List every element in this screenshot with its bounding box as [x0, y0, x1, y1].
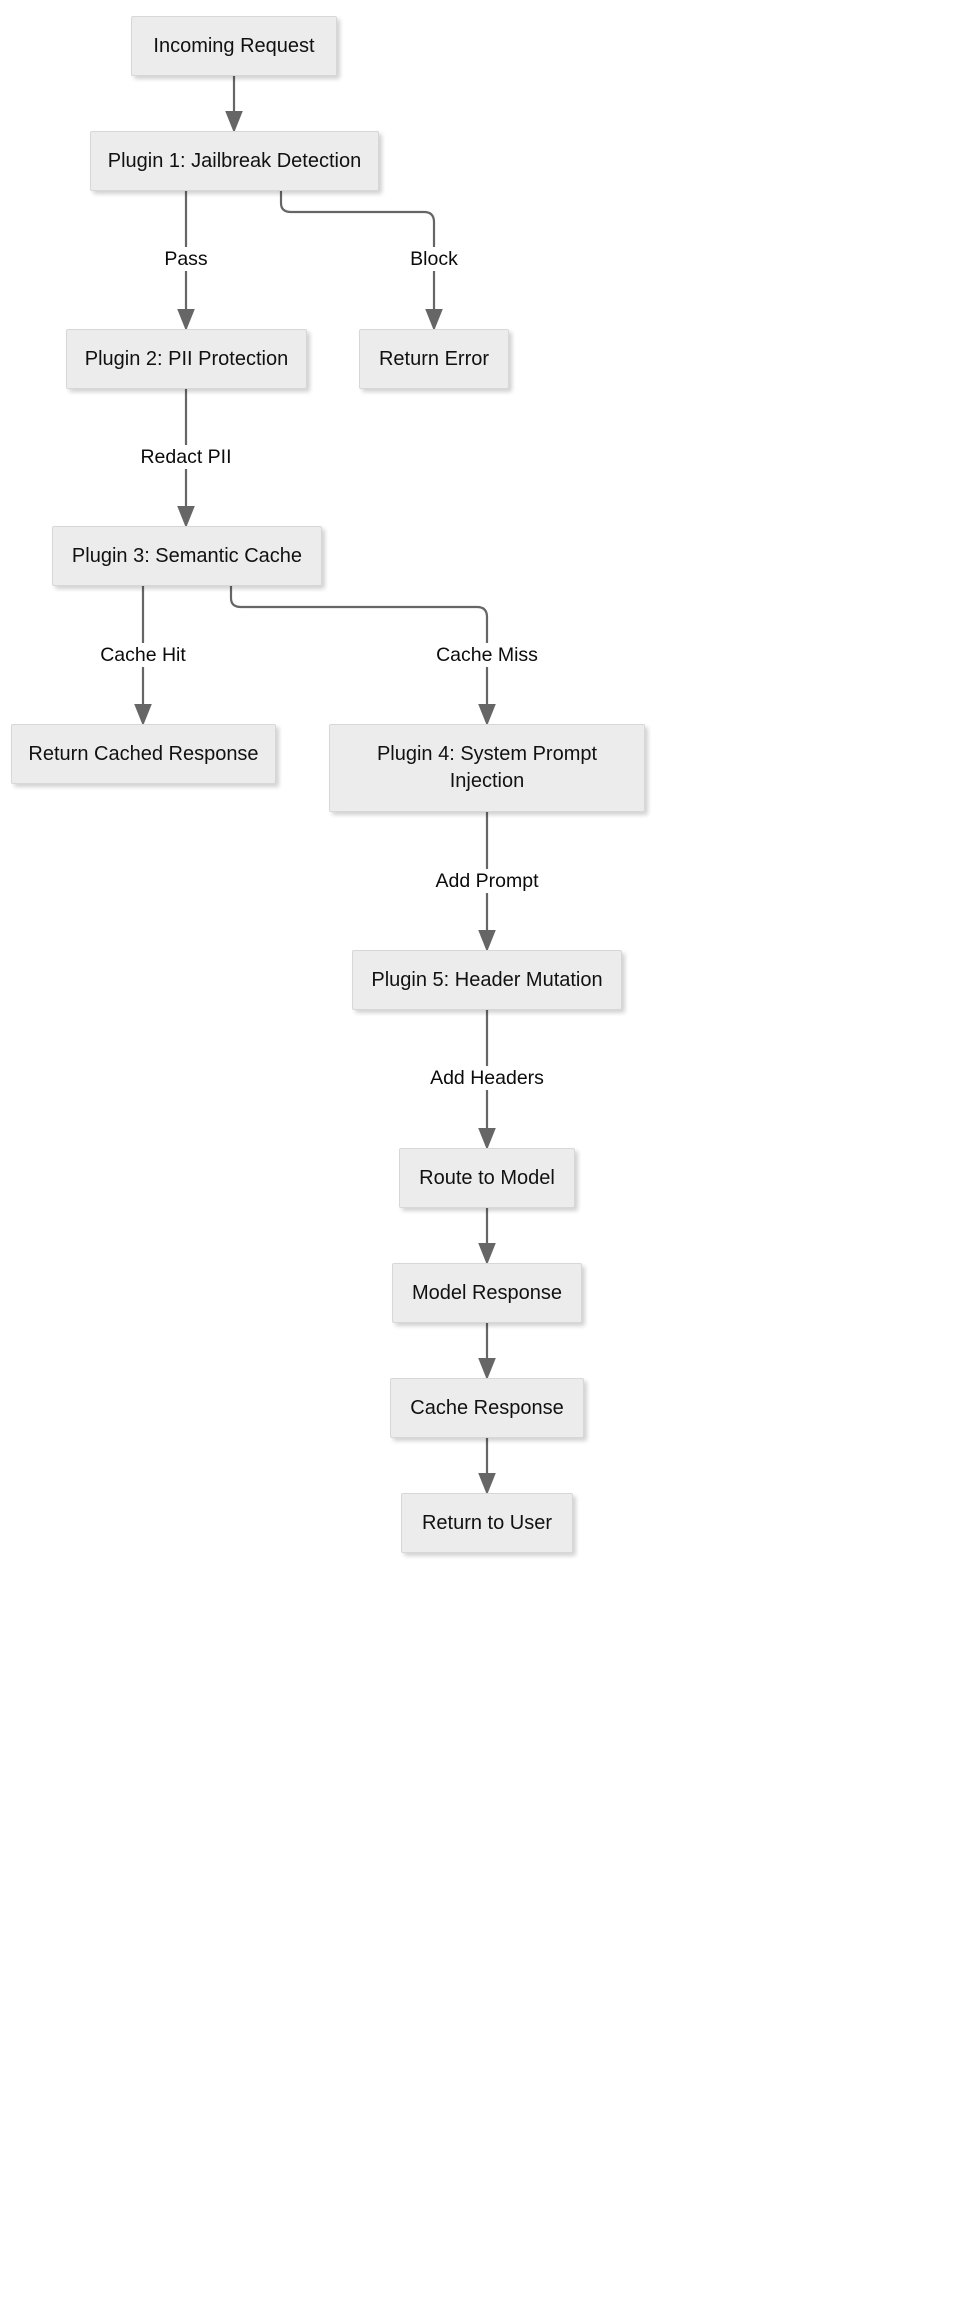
node-plugin-2-pii-protection[interactable]: Plugin 2: PII Protection — [66, 329, 307, 389]
node-return-to-user[interactable]: Return to User — [401, 1493, 573, 1553]
node-label: Cache Response — [410, 1396, 564, 1419]
node-route-to-model[interactable]: Route to Model — [399, 1148, 575, 1208]
node-plugin-5-header-mutation[interactable]: Plugin 5: Header Mutation — [352, 950, 622, 1010]
node-label: Return Error — [378, 347, 490, 370]
edge-label-redact-pii: Redact PII — [136, 445, 236, 469]
node-label: Route to Model — [419, 1166, 555, 1189]
node-return-cached-response[interactable]: Return Cached Response — [11, 724, 276, 784]
node-label: Incoming Request — [153, 34, 315, 57]
node-label: Plugin 4: System Prompt Injection — [376, 743, 598, 792]
node-label: Return to User — [421, 1511, 553, 1534]
node-plugin-4-system-prompt-injection[interactable]: Plugin 4: System Prompt Injection — [329, 724, 645, 812]
node-plugin-1-jailbreak-detection[interactable]: Plugin 1: Jailbreak Detection — [90, 131, 379, 191]
edge-label-cache-hit: Cache Hit — [96, 643, 190, 667]
node-label: Plugin 5: Header Mutation — [371, 968, 603, 991]
edge-label-add-prompt: Add Prompt — [431, 869, 543, 893]
node-plugin-3-semantic-cache[interactable]: Plugin 3: Semantic Cache — [52, 526, 322, 586]
edge-label-block: Block — [406, 247, 462, 271]
node-label: Plugin 3: Semantic Cache — [71, 544, 303, 567]
node-label: Model Response — [411, 1281, 563, 1304]
node-return-error[interactable]: Return Error — [359, 329, 509, 389]
node-label: Plugin 2: PII Protection — [84, 347, 289, 370]
edge-label-pass: Pass — [160, 247, 212, 271]
node-cache-response[interactable]: Cache Response — [390, 1378, 584, 1438]
node-label: Return Cached Response — [28, 742, 259, 765]
node-label: Plugin 1: Jailbreak Detection — [107, 149, 362, 172]
node-model-response[interactable]: Model Response — [392, 1263, 582, 1323]
edge-label-cache-miss: Cache Miss — [432, 643, 542, 667]
node-incoming-request[interactable]: Incoming Request — [131, 16, 337, 76]
edge-label-add-headers: Add Headers — [426, 1066, 548, 1090]
